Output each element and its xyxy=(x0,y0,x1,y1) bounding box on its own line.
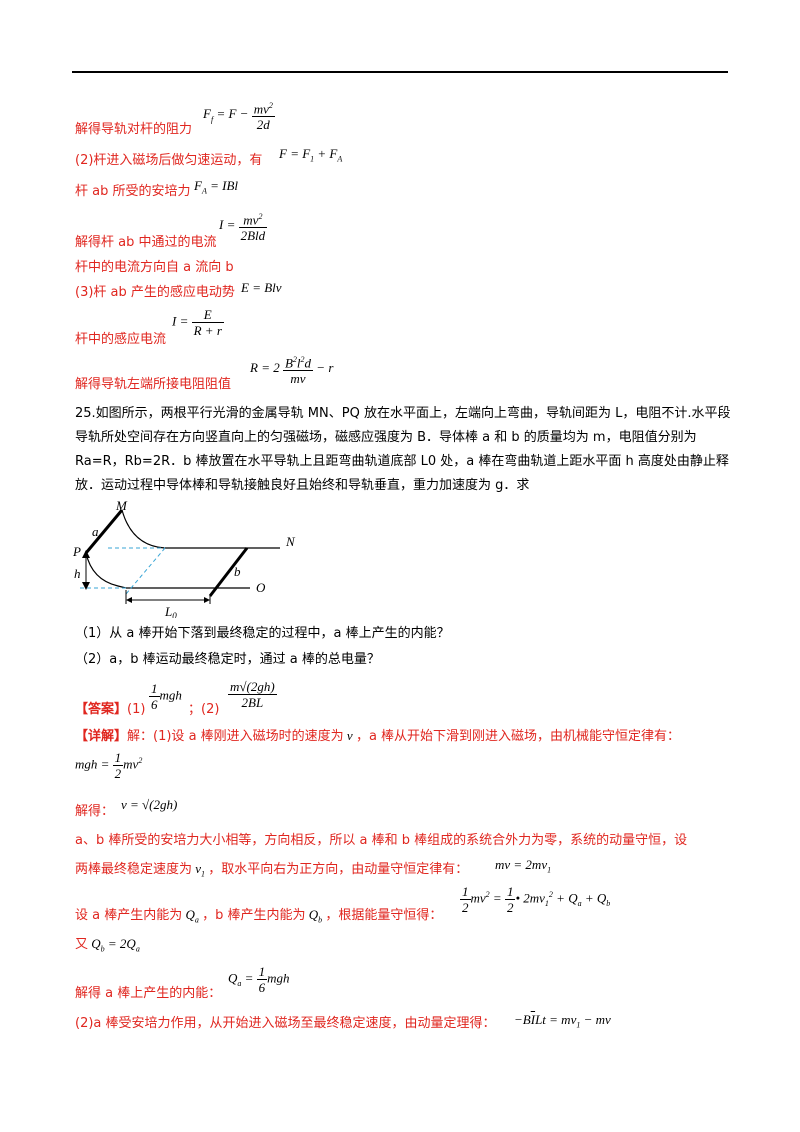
text-emf: (3)杆 ab 产生的感应电动势 xyxy=(75,285,235,300)
explain-momentum-intro: a、b 棒所受的安培力大小相等，方向相反，所以 a 棒和 b 棒组成的系统合外力… xyxy=(75,833,688,848)
text-resistance-result: 解得导轨左端所接电阻阻值 xyxy=(75,377,232,392)
label-h: h xyxy=(74,566,81,581)
explain-line-6: 又 Qb = 2Qa xyxy=(75,936,140,954)
rail-diagram: M a P h N b O L0 xyxy=(70,498,310,622)
lower-rail-curve xyxy=(85,552,127,589)
answer-part1-label: (1) xyxy=(127,702,146,717)
l0-arrow-left xyxy=(126,597,132,603)
explain-line-1: 【详解】解：(1)设 a 棒刚进入磁场时的速度为 v ，a 棒从开始下滑到刚进入… xyxy=(75,728,681,744)
explain-line-4: 两棒最终稳定速度为 v1 ，取水平向右为正方向，由动量守恒定律有： xyxy=(75,861,469,879)
explain-label: 【详解】 xyxy=(75,729,128,744)
label-m: M xyxy=(115,498,128,513)
explain-text-4a: 两棒最终稳定速度为 xyxy=(75,862,193,877)
text-uniform-motion: (2)杆进入磁场后做匀速运动，有 xyxy=(75,153,263,168)
rod-b xyxy=(208,547,249,597)
text-current-direction: 杆中的电流方向自 a 流向 b xyxy=(75,260,234,275)
explain-text-5c: ，根据能量守恒得： xyxy=(325,908,443,923)
label-o: O xyxy=(256,580,266,595)
upper-rail-curve xyxy=(121,509,166,549)
label-n: N xyxy=(285,534,296,549)
text-current-result: 解得杆 ab 中通过的电流 xyxy=(75,235,217,250)
text-friction-result: 解得导轨对杆的阻力 xyxy=(75,122,193,137)
rod-a xyxy=(84,509,124,554)
explain-solve-v: 解得： xyxy=(75,804,115,819)
header-rule xyxy=(72,71,728,73)
explain-text-6: 又 xyxy=(75,937,89,952)
formula-force-balance: F = F1 + FA xyxy=(279,146,343,164)
explain-text-5a: 设 a 棒产生内能为 xyxy=(75,908,183,923)
answer-separator: ；(2) xyxy=(188,702,220,717)
question-1: （1）从 a 棒开始下落到最终稳定的过程中，a 棒上产生的内能？ xyxy=(75,626,450,641)
label-a: a xyxy=(92,524,99,539)
formula-impulse: −BILt = mv1 − mv xyxy=(514,1012,611,1030)
explain-text-1b: ，a 棒从开始下滑到刚进入磁场，由机械能守恒定律有： xyxy=(355,729,681,744)
problem-25-text: 25.如图所示，两根平行光滑的金属导轨 MN、PQ 放在水平面上，左端向上弯曲，… xyxy=(75,406,731,493)
height-arrow-bottom xyxy=(82,582,90,590)
answer-2-formula: m√(2gh)2BL xyxy=(228,679,277,710)
label-b: b xyxy=(234,564,241,579)
explain-text-1a: 解：(1)设 a 棒刚进入磁场时的速度为 xyxy=(127,729,344,744)
explain-result-qa: 解得 a 棒上产生的内能： xyxy=(75,986,222,1001)
label-p: P xyxy=(72,544,81,559)
formula-emf: E = Blv xyxy=(241,280,282,295)
height-arrow-top xyxy=(82,550,90,558)
explain-text-4b: ，取水平向右为正方向，由动量守恒定律有： xyxy=(208,862,469,877)
answer-label: 【答案】 xyxy=(75,702,128,717)
explain-line-5: 设 a 棒产生内能为 Qa ，b 棒产生内能为 Qb ，根据能量守恒得： xyxy=(75,907,443,925)
text-induced-current: 杆中的感应电流 xyxy=(75,332,167,347)
label-l0: L0 xyxy=(164,604,177,618)
dashed-field-boundary xyxy=(125,547,166,595)
text-ampere-force: 杆 ab 所受的安培力 xyxy=(75,184,191,199)
answer-line: 【答案】(1) xyxy=(75,701,145,719)
l0-arrow-right xyxy=(204,597,210,603)
question-2: （2）a，b 棒运动最终稳定时，通过 a 棒的总电量？ xyxy=(75,652,380,667)
explain-text-5b: ，b 棒产生内能为 xyxy=(202,908,306,923)
formula-momentum: mv = 2mv1 xyxy=(495,857,552,875)
rail-diagram-svg: M a P h N b O L0 xyxy=(72,498,296,621)
explain-part-2: (2)a 棒受安培力作用，从开始进入磁场至最终稳定速度，由动量定理得： xyxy=(75,1016,496,1031)
formula-velocity: v = √(2gh) xyxy=(121,797,178,812)
formula-ampere-force: FA = IBl xyxy=(194,178,238,196)
